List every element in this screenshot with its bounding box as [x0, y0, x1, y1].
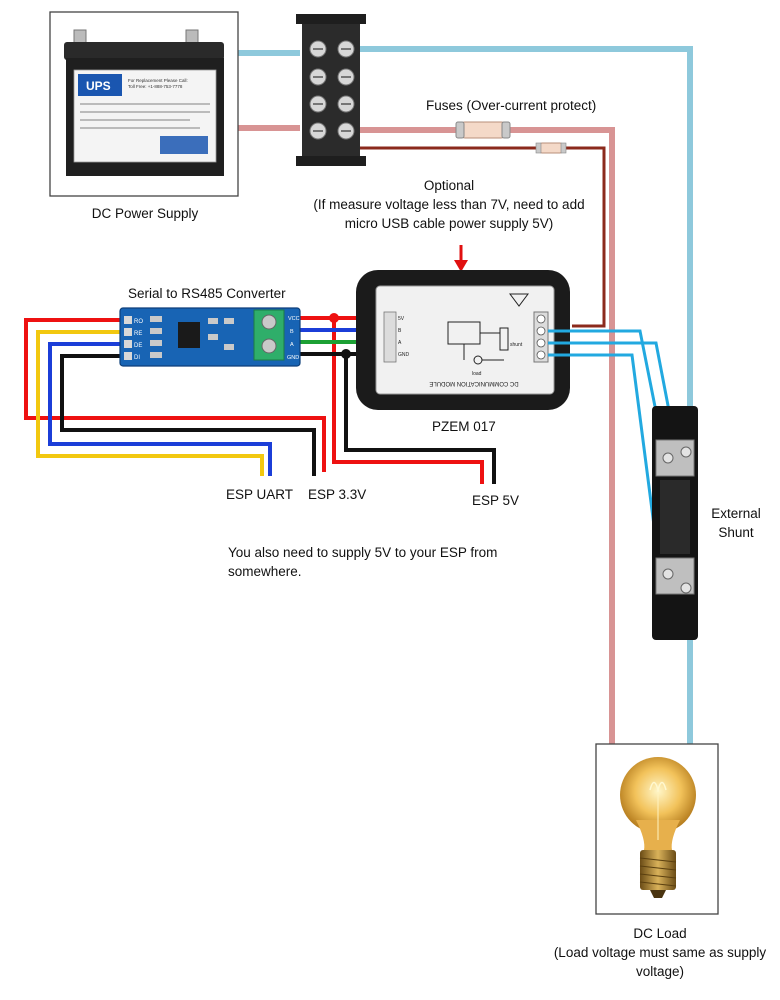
- optional-line-1: (If measure voltage less than 7V, need t…: [313, 197, 585, 212]
- pzem-label: PZEM 017: [432, 419, 496, 434]
- pzem-pin-gnd: GND: [398, 352, 410, 358]
- converter-label: Serial to RS485 Converter: [128, 286, 286, 301]
- fuses-label: Fuses (Over-current protect): [426, 98, 597, 113]
- pzem-pin-b: B: [398, 328, 402, 334]
- dc-load-note: (Load voltage must same as supply voltag…: [553, 945, 767, 979]
- positive-wire-pink-run: [356, 127, 615, 745]
- junction-red: [329, 313, 339, 323]
- fuse-large: [455, 121, 511, 139]
- pzem-shunt-text: shunt: [510, 342, 523, 348]
- rs485-converter: RO RE DE DI VCC B A GND: [119, 307, 301, 367]
- optional-arrow: [454, 245, 468, 272]
- converter-pin-re: RE: [134, 331, 142, 337]
- fuse-small: [535, 142, 567, 154]
- optional-title: Optional: [423, 178, 475, 193]
- converter-pin-ro: RO: [134, 319, 143, 325]
- wire-black-converter: [60, 354, 316, 476]
- dc-load-label: DC Load (Load voltage must same as suppl…: [542, 924, 778, 981]
- esp-uart-label: ESP UART: [226, 487, 294, 502]
- battery-sticker-title: For Replacement Please Call:: [128, 78, 188, 83]
- converter-pin-vcc: VCC: [288, 316, 300, 322]
- battery-sticker-line: Toll Free: +1-888-753-7778: [128, 84, 183, 89]
- pzem-side-text: DC COMMUNICATION MODULE: [429, 380, 518, 386]
- optional-line-2: micro USB cable power supply 5V): [344, 216, 554, 231]
- terminal-block: [296, 14, 366, 166]
- sense-wire-dark-red: [356, 146, 606, 328]
- converter-pin-gnd: GND: [287, 355, 299, 361]
- converter-chip: [178, 322, 200, 348]
- wire-red-converter: [24, 318, 326, 472]
- converter-pin-de: DE: [134, 343, 142, 349]
- wire-yellow-uart: [36, 330, 264, 476]
- wire-blue-uart: [48, 342, 272, 476]
- shunt-label: External Shunt: [711, 506, 761, 540]
- dc-load-title: DC Load: [633, 926, 687, 941]
- power-supply-label: DC Power Supply: [91, 206, 199, 221]
- battery-brand: UPS: [86, 79, 111, 93]
- external-shunt: [652, 406, 698, 640]
- esp-5v-label: ESP 5V: [472, 493, 520, 508]
- signal-wires: [24, 316, 496, 484]
- wire-black-5v: [344, 354, 496, 484]
- pzem-pin-5v: 5V: [398, 316, 405, 322]
- junction-black: [341, 349, 351, 359]
- pzem-pin-a: A: [398, 340, 402, 346]
- pzem-load-text: load: [472, 371, 482, 377]
- converter-pin-a: A: [290, 342, 294, 348]
- esp-3v3-label: ESP 3.3V: [308, 487, 367, 502]
- dc-load-box: [595, 743, 719, 915]
- battery-box: UPS For Replacement Please Call: Toll Fr…: [49, 11, 239, 197]
- esp-supply-note: You also need to supply 5V to your ESP f…: [228, 545, 498, 579]
- pzem-module: 5V B A GND load shunt DC COMMUNICATION M…: [356, 270, 570, 410]
- wire-red-5v: [332, 318, 484, 484]
- converter-pin-di: DI: [134, 355, 140, 361]
- converter-pin-b: B: [290, 329, 294, 335]
- optional-note: Optional (If measure voltage less than 7…: [296, 176, 602, 233]
